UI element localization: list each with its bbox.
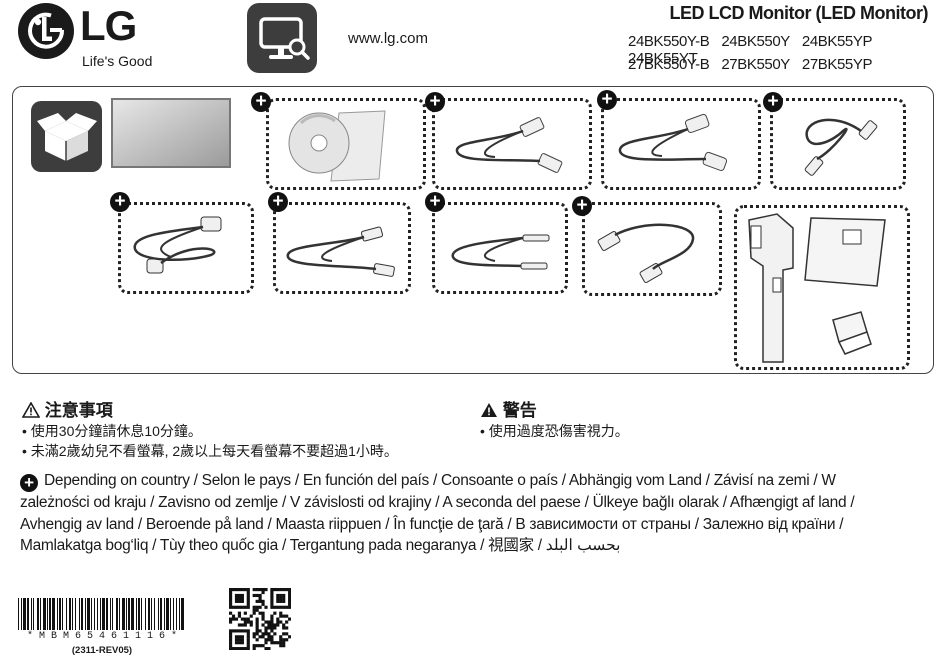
model-name: 24BK550Y [721, 33, 790, 50]
revision-label: (2311-REV05) [71, 645, 133, 656]
cd-manual-icon [288, 110, 386, 182]
model-list-row-1: 24BK550Y-B 24BK550Y 24BK55YP 24BK55YT [628, 33, 950, 67]
lg-logo-icon [18, 3, 74, 59]
warning-triangle-icon [481, 403, 497, 417]
warning-item: • 使用過度恐傷害視力。 [480, 423, 629, 439]
model-name: 24BK55YP [801, 33, 873, 50]
usb-cable-icon [804, 118, 878, 176]
model-name: 24BK55YT [628, 50, 698, 67]
audio-cable-icon [451, 234, 550, 270]
caution-triangle-icon [21, 401, 41, 418]
power-cord-icon [133, 216, 222, 274]
displayport-cable-icon [597, 223, 695, 283]
warning-title: 警告 [502, 401, 537, 420]
logo-tagline: Life's Good [82, 53, 153, 69]
optional-audio-cable-box [432, 202, 568, 294]
country-note: +Depending on country / Selon le pays / … [20, 470, 900, 557]
barcode-text: * M B M 6 5 4 6 1 1 1 6 * [26, 631, 178, 642]
barcode-icon [18, 598, 186, 630]
caution-item: • 使用30分鐘請休息10分鐘。 [22, 423, 202, 439]
website-link[interactable]: www.lg.com [348, 30, 429, 47]
optional-plus-icon: + [425, 92, 445, 112]
optional-d-sub-cable-box [601, 98, 761, 190]
caution-title: 注意事項 [44, 401, 113, 420]
model-name: 27BK550Y-B [628, 56, 710, 73]
warning-section: 警告 • 使用過度恐傷害視力。 [480, 396, 629, 441]
caution-section: 注意事項 • 使用30分鐘請休息10分鐘。 • 未滿2歲幼兒不看螢幕, 2歲以上… [21, 396, 398, 461]
optional-plus-icon: + [110, 192, 130, 212]
optional-plus-icon: + [425, 192, 445, 212]
model-name: 27BK550Y [721, 56, 790, 73]
optional-plus-icon: + [763, 92, 783, 112]
monitor-search-icon [247, 3, 317, 73]
product-title: LED LCD Monitor (LED Monitor) [669, 3, 929, 23]
logo-wordmark: LG [80, 2, 137, 49]
dvi-cable-icon [455, 117, 563, 173]
monitor-panel-icon [111, 98, 231, 168]
model-list-row-2: 27BK550Y-B 27BK550Y 27BK55YP [628, 56, 884, 73]
d-sub-cable-icon [618, 113, 728, 171]
optional-dvi-cable-box [432, 98, 592, 190]
hdmi-cable-icon [286, 226, 395, 277]
stand-icon [748, 213, 886, 363]
warning-heading: 警告 [480, 396, 629, 421]
optional-cd-manual-box [266, 98, 426, 190]
optional-plus-icon: + [251, 92, 271, 112]
optional-usb-cable-box [770, 98, 906, 190]
optional-plus-icon: + [20, 474, 38, 492]
components-frame [12, 86, 934, 374]
caution-item: • 未滿2歲幼兒不看螢幕, 2歲以上每天看螢幕不要超過1小時。 [22, 443, 398, 459]
caution-heading: 注意事項 [21, 396, 398, 421]
stand-box [734, 205, 910, 370]
qr-code-icon [229, 588, 292, 651]
optional-hdmi-cable-box [273, 202, 411, 294]
optional-power-cord-box [118, 202, 254, 294]
optional-plus-icon: + [597, 90, 617, 110]
optional-plus-icon: + [572, 196, 592, 216]
optional-displayport-cable-box [582, 202, 722, 296]
country-note-text: Depending on country / Selon le pays / E… [20, 472, 855, 554]
model-name: 24BK550Y-B [628, 33, 710, 50]
box-open-icon [31, 101, 102, 172]
model-name: 27BK55YP [801, 56, 873, 73]
optional-plus-icon: + [268, 192, 288, 212]
